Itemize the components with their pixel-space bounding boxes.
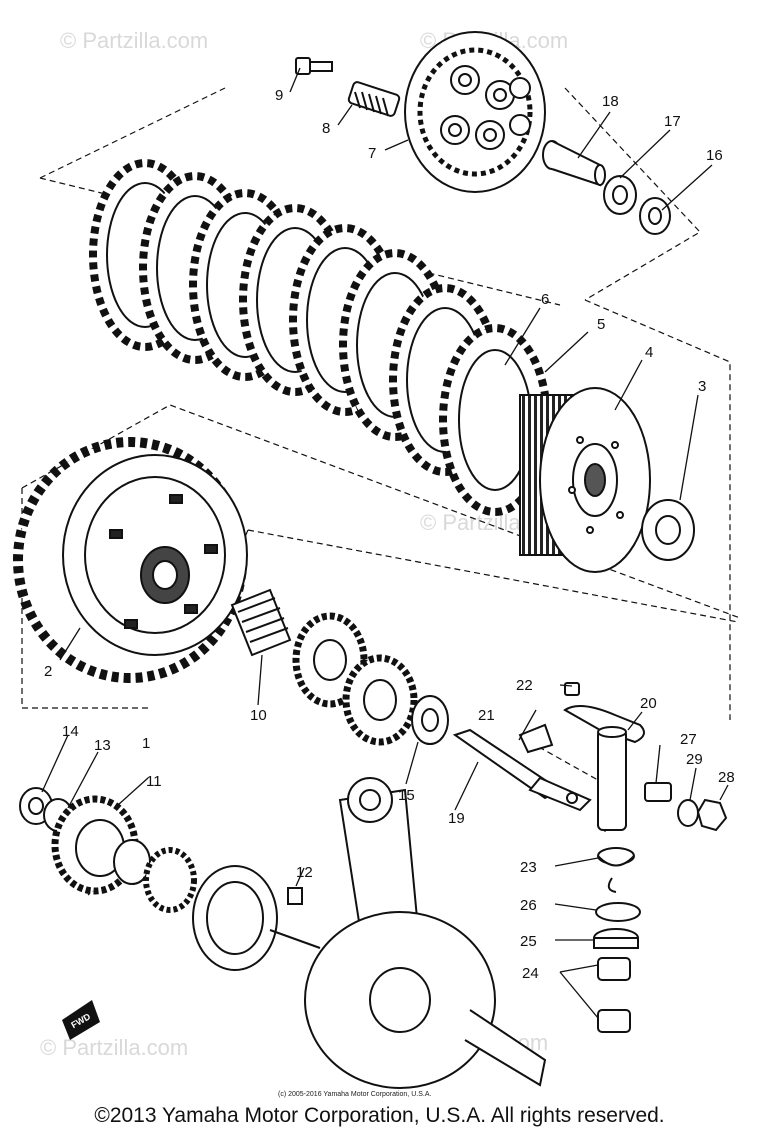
callout-25: 25 [520,933,537,950]
forward-arrow-icon: FWD [62,1000,100,1040]
callout-10: 10 [250,707,267,724]
callout-22: 22 [516,677,533,694]
callout-6: 6 [541,291,549,308]
push-lever [518,682,645,831]
callout-19: 19 [448,810,465,827]
crankshaft [192,777,547,1089]
small-copyright: (c) 2005-2016 Yamaha Motor Corporation, … [278,1091,431,1098]
callout-2: 2 [44,663,52,680]
callout-1: 1 [142,735,150,752]
callout-14: 14 [62,723,79,740]
callout-23: 23 [520,859,537,876]
callout-11: 11 [146,773,162,790]
callout-9: 9 [275,87,283,104]
callout-28: 28 [718,769,735,786]
clutch-spring [347,81,401,117]
watermark: © Partzilla.com [40,1035,188,1060]
callout-18: 18 [602,93,619,110]
callout-5: 5 [597,316,605,333]
footer-copyright: ©2013 Yamaha Motor Corporation, U.S.A. A… [94,1104,665,1127]
callout-26: 26 [520,897,537,914]
callout-16: 16 [706,147,723,164]
clutch-housing [13,437,248,683]
callout-leaders [41,67,729,1019]
callout-labels: 9 8 7 18 17 16 6 5 4 3 2 10 11 13 14 1 1… [44,87,735,982]
callout-29: 29 [686,751,703,768]
spacer-sleeve [230,588,292,657]
callout-7: 7 [368,145,376,162]
push-rod-assembly [542,140,671,235]
watermark: © Partzilla.com [60,28,208,53]
return-spring-stack [593,847,641,1033]
callout-8: 8 [322,120,330,137]
callout-24: 24 [522,965,539,982]
drive-gear [292,612,418,746]
callout-21: 21 [478,707,495,724]
clutch-bolt [295,57,333,75]
callout-12: 12 [296,864,313,881]
callout-3: 3 [698,378,706,395]
primary-gear-assembly [19,787,197,913]
clutch-plate-stack [89,159,551,516]
adjuster-nut [644,782,728,832]
callout-20: 20 [640,695,657,712]
pressure-plate [404,31,546,193]
woodruff-key [287,887,303,905]
callout-17: 17 [664,113,681,130]
callout-27: 27 [680,731,697,748]
collar-washer [411,695,449,745]
callout-4: 4 [645,344,653,361]
push-lever-shaft [452,728,592,812]
thrust-washer [641,499,695,561]
callout-13: 13 [94,737,111,754]
callout-15: 15 [398,787,415,804]
clutch-boss [519,387,651,573]
